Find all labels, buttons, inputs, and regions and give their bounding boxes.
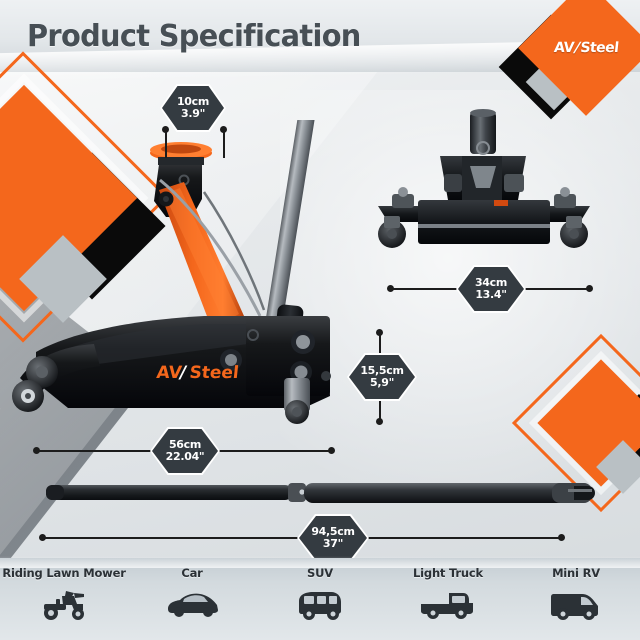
- badge-metric: 34cm: [474, 276, 508, 290]
- jack-side-view-image: AV / Steel: [12, 120, 331, 424]
- vehicle-type-car: Car: [128, 566, 256, 623]
- handle-bar-image: [46, 483, 595, 503]
- dimension-badge-body-length: 56cm 22.04": [150, 427, 220, 475]
- badge-imperial: 13.4": [475, 288, 507, 301]
- dimension-dot: [328, 447, 335, 454]
- dimension-dot: [162, 126, 169, 133]
- suv-icon: [256, 585, 384, 623]
- dimension-badge-handle-length: 94,5cm 37": [297, 514, 369, 562]
- car-icon: [128, 585, 256, 623]
- badge-metric: 94,5cm: [311, 525, 355, 539]
- vehicle-type-suv: SUV: [256, 566, 384, 623]
- dimension-line: [223, 130, 225, 158]
- compatible-vehicles-row: Riding Lawn Mower Car: [0, 558, 640, 640]
- badge-body: 56cm 22.04": [152, 429, 218, 473]
- mini-rv-icon: [512, 585, 640, 623]
- dimension-dot: [220, 126, 227, 133]
- badge-metric: 10cm: [176, 95, 210, 109]
- light-truck-icon: [384, 585, 512, 623]
- vehicle-label: Light Truck: [413, 566, 483, 580]
- vehicle-type-light-truck: Light Truck: [384, 566, 512, 623]
- svg-text:/: /: [178, 363, 188, 383]
- svg-text:AV: AV: [155, 363, 183, 383]
- page-title: Product Specification: [27, 19, 361, 54]
- vehicle-label: Riding Lawn Mower: [2, 566, 126, 580]
- vehicle-strip-sheen: [0, 556, 640, 568]
- dimension-dot: [376, 418, 383, 425]
- dimension-badge-max-height: 15,5cm 5,9": [347, 353, 417, 401]
- vehicle-label: SUV: [307, 566, 333, 580]
- dimension-dot: [558, 534, 565, 541]
- badge-metric: 15,5cm: [360, 364, 404, 378]
- jack-front-view-image: [378, 109, 590, 248]
- dimension-badge-min-height: 10cm 3.9": [160, 84, 226, 132]
- badge-imperial: 22.04": [165, 450, 205, 463]
- riding-lawn-mower-icon: [0, 585, 128, 623]
- badge-body: 15,5cm 5,9": [349, 355, 415, 399]
- badge-metric: 56cm: [168, 438, 202, 452]
- badge-imperial: 3.9": [180, 107, 206, 120]
- dimension-dot: [39, 534, 46, 541]
- vehicle-label: Car: [181, 566, 203, 580]
- vehicle-type-riding-lawn-mower: Riding Lawn Mower: [0, 566, 128, 623]
- svg-text:Steel: Steel: [188, 363, 239, 383]
- badge-imperial: 37": [322, 537, 344, 550]
- badge-body: 34cm 13.4": [458, 267, 524, 311]
- vehicle-type-mini-rv: Mini RV: [512, 566, 640, 623]
- dimension-dot: [33, 447, 40, 454]
- dimension-dot: [387, 285, 394, 292]
- dimension-dot: [586, 285, 593, 292]
- badge-imperial: 5,9": [369, 376, 395, 389]
- dimension-dot: [376, 329, 383, 336]
- dimension-badge-base-width: 34cm 13.4": [456, 265, 526, 313]
- vehicle-label: Mini RV: [552, 566, 600, 580]
- dimension-line: [165, 130, 167, 158]
